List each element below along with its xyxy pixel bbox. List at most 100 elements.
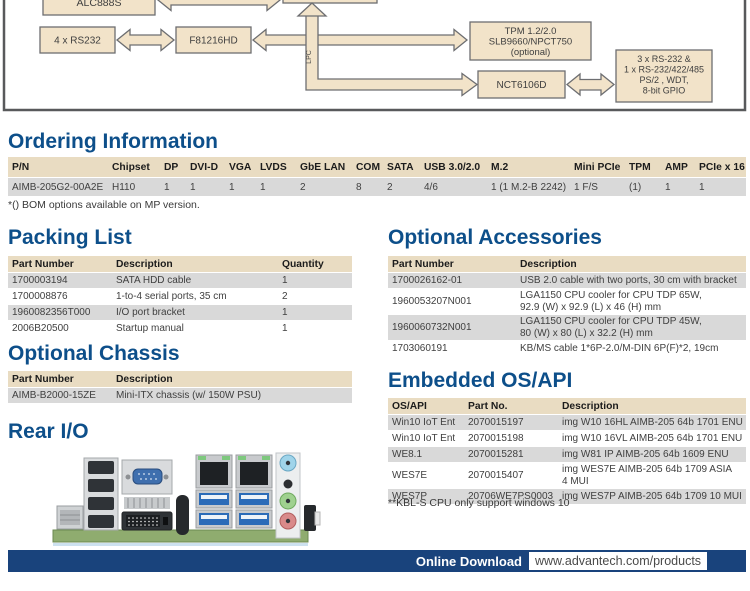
svg-text:PS/2 , WDT,: PS/2 , WDT,	[639, 75, 688, 85]
lpc-label: LPC	[306, 50, 313, 64]
cell: Win10 IoT Ent	[388, 430, 464, 447]
col-header: AMP	[661, 157, 695, 178]
chipset-box	[282, 0, 378, 4]
cell: LGA1150 CPU cooler for CPU TDP 45W, 80 (…	[516, 314, 746, 341]
col-header: DVI-D	[186, 157, 225, 178]
svg-text:TPM 1.2/2.0: TPM 1.2/2.0	[505, 26, 557, 37]
col-header: COM	[352, 157, 383, 178]
col-header: VGA	[225, 157, 256, 178]
col-header: Part Number	[8, 371, 112, 388]
download-url-link[interactable]: www.advantech.com/products	[529, 552, 707, 570]
col-header: Part Number	[388, 256, 516, 273]
lpc-bus	[305, 13, 479, 97]
rear-io-title: Rear I/O	[8, 420, 89, 443]
arrow-rs232-superio	[115, 28, 176, 52]
cell: Win10 IoT Ent	[388, 414, 464, 431]
accessories-table: Part Number Description 1700026162-01 US…	[388, 256, 746, 357]
cell: 8	[352, 177, 383, 197]
cell: 1 F/S	[570, 177, 625, 197]
cell: 2	[296, 177, 352, 197]
cell: 4/6	[420, 177, 487, 197]
col-header: Quantity	[278, 256, 352, 273]
table-row: 1960060732N001 LGA1150 CPU cooler for CP…	[388, 314, 746, 341]
col-header: DP	[160, 157, 186, 178]
col-header: OS/API	[388, 398, 464, 415]
table-row: WE8.1 2070015281 img W81 IP AIMB-205 64b…	[388, 446, 746, 463]
cell: USB 2.0 cable with two ports, 30 cm with…	[516, 272, 746, 289]
col-header: SATA	[383, 157, 420, 178]
embedded-header-row: OS/API Part No. Description	[388, 398, 746, 415]
audio-jacks	[275, 452, 301, 539]
cell: 1700003194	[8, 272, 112, 289]
rs232-box: 4 x RS232	[39, 26, 116, 54]
col-header: P/N	[8, 157, 108, 178]
cell: LGA1150 CPU cooler for CPU TDP 65W, 92.9…	[516, 288, 746, 315]
col-header: Description	[516, 256, 746, 273]
cell: img W10 16HL AIMB-205 64b 1701 ENU	[558, 414, 746, 431]
block-diagram: ALC888S 4 x RS232 F81216HD LPC TPM 1.2/2…	[2, 0, 747, 112]
arrow-nct-io	[565, 72, 616, 97]
accessories-header-row: Part Number Description	[388, 256, 746, 273]
ps2-port	[56, 505, 84, 530]
svg-text:(optional): (optional)	[511, 47, 551, 58]
cell: 2070015281	[464, 446, 558, 463]
small-connector	[304, 505, 321, 531]
ordering-table: P/N Chipset DP DVI-D VGA LVDS GbE LAN CO…	[8, 157, 746, 197]
cell: 1	[661, 177, 695, 197]
vga-port	[121, 459, 173, 495]
table-row: 1960053207N001 LGA1150 CPU cooler for CP…	[388, 288, 746, 315]
cell: 1700026162-01	[388, 272, 516, 289]
cell: Mini-ITX chassis (w/ 150W PSU)	[112, 387, 352, 404]
svg-text:SLB9660/NPCT750: SLB9660/NPCT750	[489, 37, 572, 48]
cell: 1960082356T000	[8, 304, 112, 321]
col-header: Mini PCIe	[570, 157, 625, 178]
cell: 1700008876	[8, 288, 112, 305]
cell: WES7P	[388, 488, 464, 505]
cell: 2	[383, 177, 420, 197]
ordering-data-row: AIMB-205G2-00A2E H110 1 1 1 1 2 8 2 4/6 …	[8, 177, 746, 197]
table-row: 1700003194 SATA HDD cable 1	[8, 272, 352, 289]
cell: 2070015197	[464, 414, 558, 431]
superio-box: F81216HD	[175, 26, 252, 54]
cell: WES7E	[388, 462, 464, 489]
cell: 1	[278, 272, 352, 289]
packing-title: Packing List	[8, 226, 132, 249]
ordering-header-row: P/N Chipset DP DVI-D VGA LVDS GbE LAN CO…	[8, 157, 746, 178]
cell: img WES7P AIMB-205 64b 1709 10 MUI	[558, 488, 746, 505]
cell: 1	[278, 304, 352, 321]
com-port-stack	[83, 457, 119, 531]
nct6106d-box: NCT6106D	[477, 70, 566, 99]
online-download-label: Online Download	[415, 553, 522, 569]
cell: 2	[278, 288, 352, 305]
packing-table: Part Number Description Quantity 1700003…	[8, 256, 352, 337]
col-header: M.2	[487, 157, 570, 178]
embedded-footnote: **KBL-S CPU only support windows 10	[388, 497, 570, 509]
chassis-header-row: Part Number Description	[8, 371, 352, 388]
ordering-title: Ordering Information	[8, 130, 218, 153]
col-header: Description	[112, 371, 352, 388]
svg-text:NCT6106D: NCT6106D	[496, 80, 546, 91]
table-row: AIMB-B2000-15ZE Mini-ITX chassis (w/ 150…	[8, 387, 352, 404]
col-header: PCIe x 16	[695, 157, 746, 178]
cell: 20706WE7PS0003	[464, 488, 558, 505]
col-header: GbE LAN	[296, 157, 352, 178]
dvi-port	[121, 511, 173, 531]
col-header: TPM	[625, 157, 661, 178]
embedded-os-title: Embedded OS/API	[388, 369, 573, 392]
cell: 1960053207N001	[388, 288, 516, 315]
rear-io-photo	[52, 452, 321, 546]
tpm-box: TPM 1.2/2.0 SLB9660/NPCT750 (optional)	[469, 21, 592, 61]
cell: 1	[160, 177, 186, 197]
accessories-title: Optional Accessories	[388, 226, 602, 249]
cell: Startup manual	[112, 320, 278, 337]
cell: 2070015198	[464, 430, 558, 447]
table-row: 1700008876 1-to-4 serial ports, 35 cm 2	[8, 288, 352, 305]
cell: KB/MS cable 1*6P-2.0/M-DIN 6P(F)*2, 19cm	[516, 340, 746, 357]
cell: 1	[225, 177, 256, 197]
cell: 1703060191	[388, 340, 516, 357]
cell: img WES7E AIMB-205 64b 1709 ASIA 4 MUI	[558, 462, 746, 489]
col-header: Part No.	[464, 398, 558, 415]
cell: 1 (1 M.2-B 2242)	[487, 177, 570, 197]
lan-usb-stack-1	[195, 454, 233, 529]
